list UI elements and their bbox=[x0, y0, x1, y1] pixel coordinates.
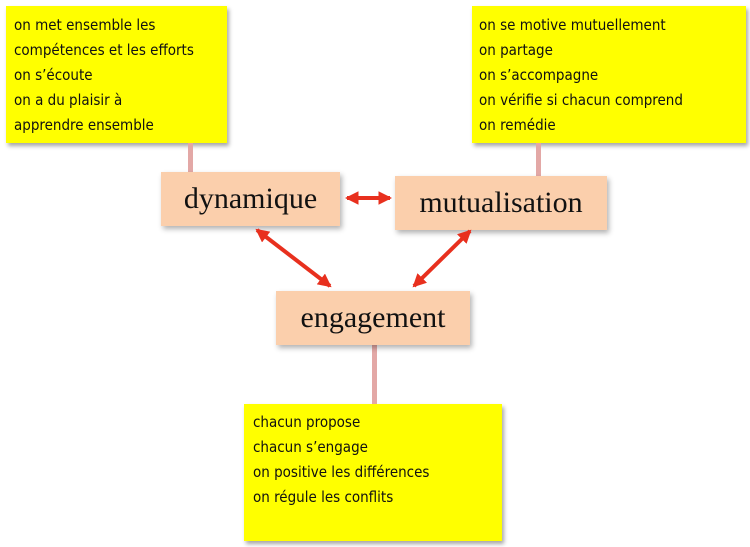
note-line: chacun propose bbox=[253, 413, 361, 431]
note-mutualisation: on se motive mutuellement on partage on s’… bbox=[472, 6, 746, 143]
concept-dynamique: dynamique bbox=[161, 172, 340, 226]
concept-mutualisation: mutualisation bbox=[395, 176, 607, 230]
connector-dynamique bbox=[188, 143, 193, 172]
note-line: apprendre ensemble bbox=[14, 116, 154, 134]
note-line: on a du plaisir à bbox=[14, 91, 123, 109]
connector-mutualisation bbox=[536, 143, 541, 176]
connector-engagement bbox=[372, 345, 377, 404]
arrow-dynamique-engagement bbox=[255, 228, 332, 288]
note-line: on régule les conflits bbox=[253, 488, 394, 506]
note-line: on remédie bbox=[479, 116, 556, 134]
note-line: on vérifie si chacun comprend bbox=[479, 91, 683, 109]
note-line: on met ensemble les bbox=[14, 16, 156, 34]
note-line: on partage bbox=[479, 41, 553, 59]
note-line: chacun s’engage bbox=[253, 438, 368, 456]
note-mutualisation-list: on se motive mutuellement on partage on s’… bbox=[479, 13, 746, 138]
arrow-mutualisation-engagement bbox=[412, 229, 472, 288]
note-line: on s’écoute bbox=[14, 66, 93, 84]
note-engagement: chacun propose chacun s’engage on positive… bbox=[244, 404, 502, 541]
note-line: on positive les différences bbox=[253, 463, 430, 481]
concept-engagement: engagement bbox=[276, 291, 470, 345]
note-line: compétences et les efforts bbox=[14, 41, 194, 59]
note-engagement-list: chacun propose chacun s’engage on positive… bbox=[253, 410, 502, 510]
note-dynamique-list: on met ensemble les compétences et les ef… bbox=[14, 13, 227, 138]
note-line: on se motive mutuellement bbox=[479, 16, 666, 34]
note-line: on s’accompagne bbox=[479, 66, 599, 84]
note-dynamique: on met ensemble les compétences et les ef… bbox=[6, 6, 227, 143]
